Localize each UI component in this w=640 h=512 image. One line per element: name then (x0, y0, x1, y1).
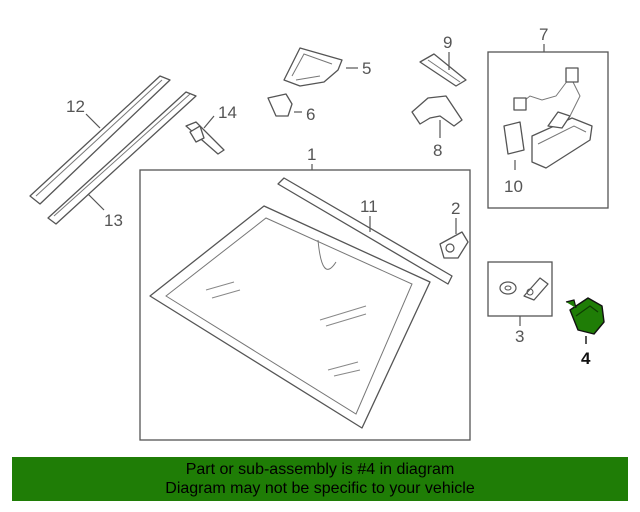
part-4-highlighted[interactable] (565, 297, 605, 335)
callout-6-label: 6 (306, 105, 315, 124)
callout-11-label: 11 (360, 197, 378, 216)
part-8-cover[interactable] (411, 95, 463, 127)
part-1-windshield-box (139, 169, 471, 441)
callout-14: 14 (203, 103, 237, 129)
part-10-connector[interactable] (503, 121, 525, 155)
part-3-grommets[interactable] (499, 277, 549, 301)
part-7-mirror[interactable] (513, 67, 593, 169)
callout-13-label: 13 (104, 211, 123, 230)
callout-7: 7 (539, 25, 548, 52)
callout-2: 2 (451, 199, 460, 234)
callout-8: 8 (433, 120, 442, 160)
parts-diagram: 12 13 14 5 6 9 (29, 25, 609, 441)
callout-9: 9 (443, 33, 452, 70)
callout-12-label: 12 (66, 97, 85, 116)
callout-3: 3 (515, 316, 524, 346)
callout-1: 1 (307, 145, 316, 170)
callout-6: 6 (294, 105, 315, 124)
part-6-cover[interactable] (267, 93, 293, 117)
callout-4: 4 (581, 336, 591, 368)
callout-3-label: 3 (515, 327, 524, 346)
callout-1-label: 1 (307, 145, 316, 164)
part-2-mirror-base[interactable] (439, 231, 469, 259)
banner-line-1: Part or sub-assembly is #4 in diagram (185, 461, 455, 478)
callout-8-label: 8 (433, 141, 442, 160)
callout-9-label: 9 (443, 33, 452, 52)
part-11-molding[interactable] (277, 177, 453, 285)
part-5-bracket[interactable] (283, 47, 343, 87)
part-9-bracket[interactable] (419, 53, 467, 87)
callout-10: 10 (504, 160, 523, 196)
part-7-mirror-box (487, 51, 609, 209)
callout-7-label: 7 (539, 25, 548, 44)
callout-5-label: 5 (362, 59, 371, 78)
callout-14-label: 14 (218, 103, 237, 122)
callout-2-label: 2 (451, 199, 460, 218)
callout-13: 13 (87, 193, 123, 230)
info-banner: Part or sub-assembly is #4 in diagram Di… (12, 457, 628, 501)
callout-12: 12 (66, 97, 101, 129)
callout-11: 11 (360, 197, 378, 232)
banner-line-2: Diagram may not be specific to your vehi… (165, 480, 475, 497)
part-13-molding[interactable] (47, 91, 197, 225)
callout-4-label: 4 (581, 349, 591, 368)
part-14-clip[interactable] (185, 121, 225, 155)
callout-10-label: 10 (504, 177, 523, 196)
callout-5: 5 (346, 59, 371, 78)
part-1-windshield[interactable] (149, 205, 431, 429)
part-12-molding[interactable] (29, 75, 171, 205)
